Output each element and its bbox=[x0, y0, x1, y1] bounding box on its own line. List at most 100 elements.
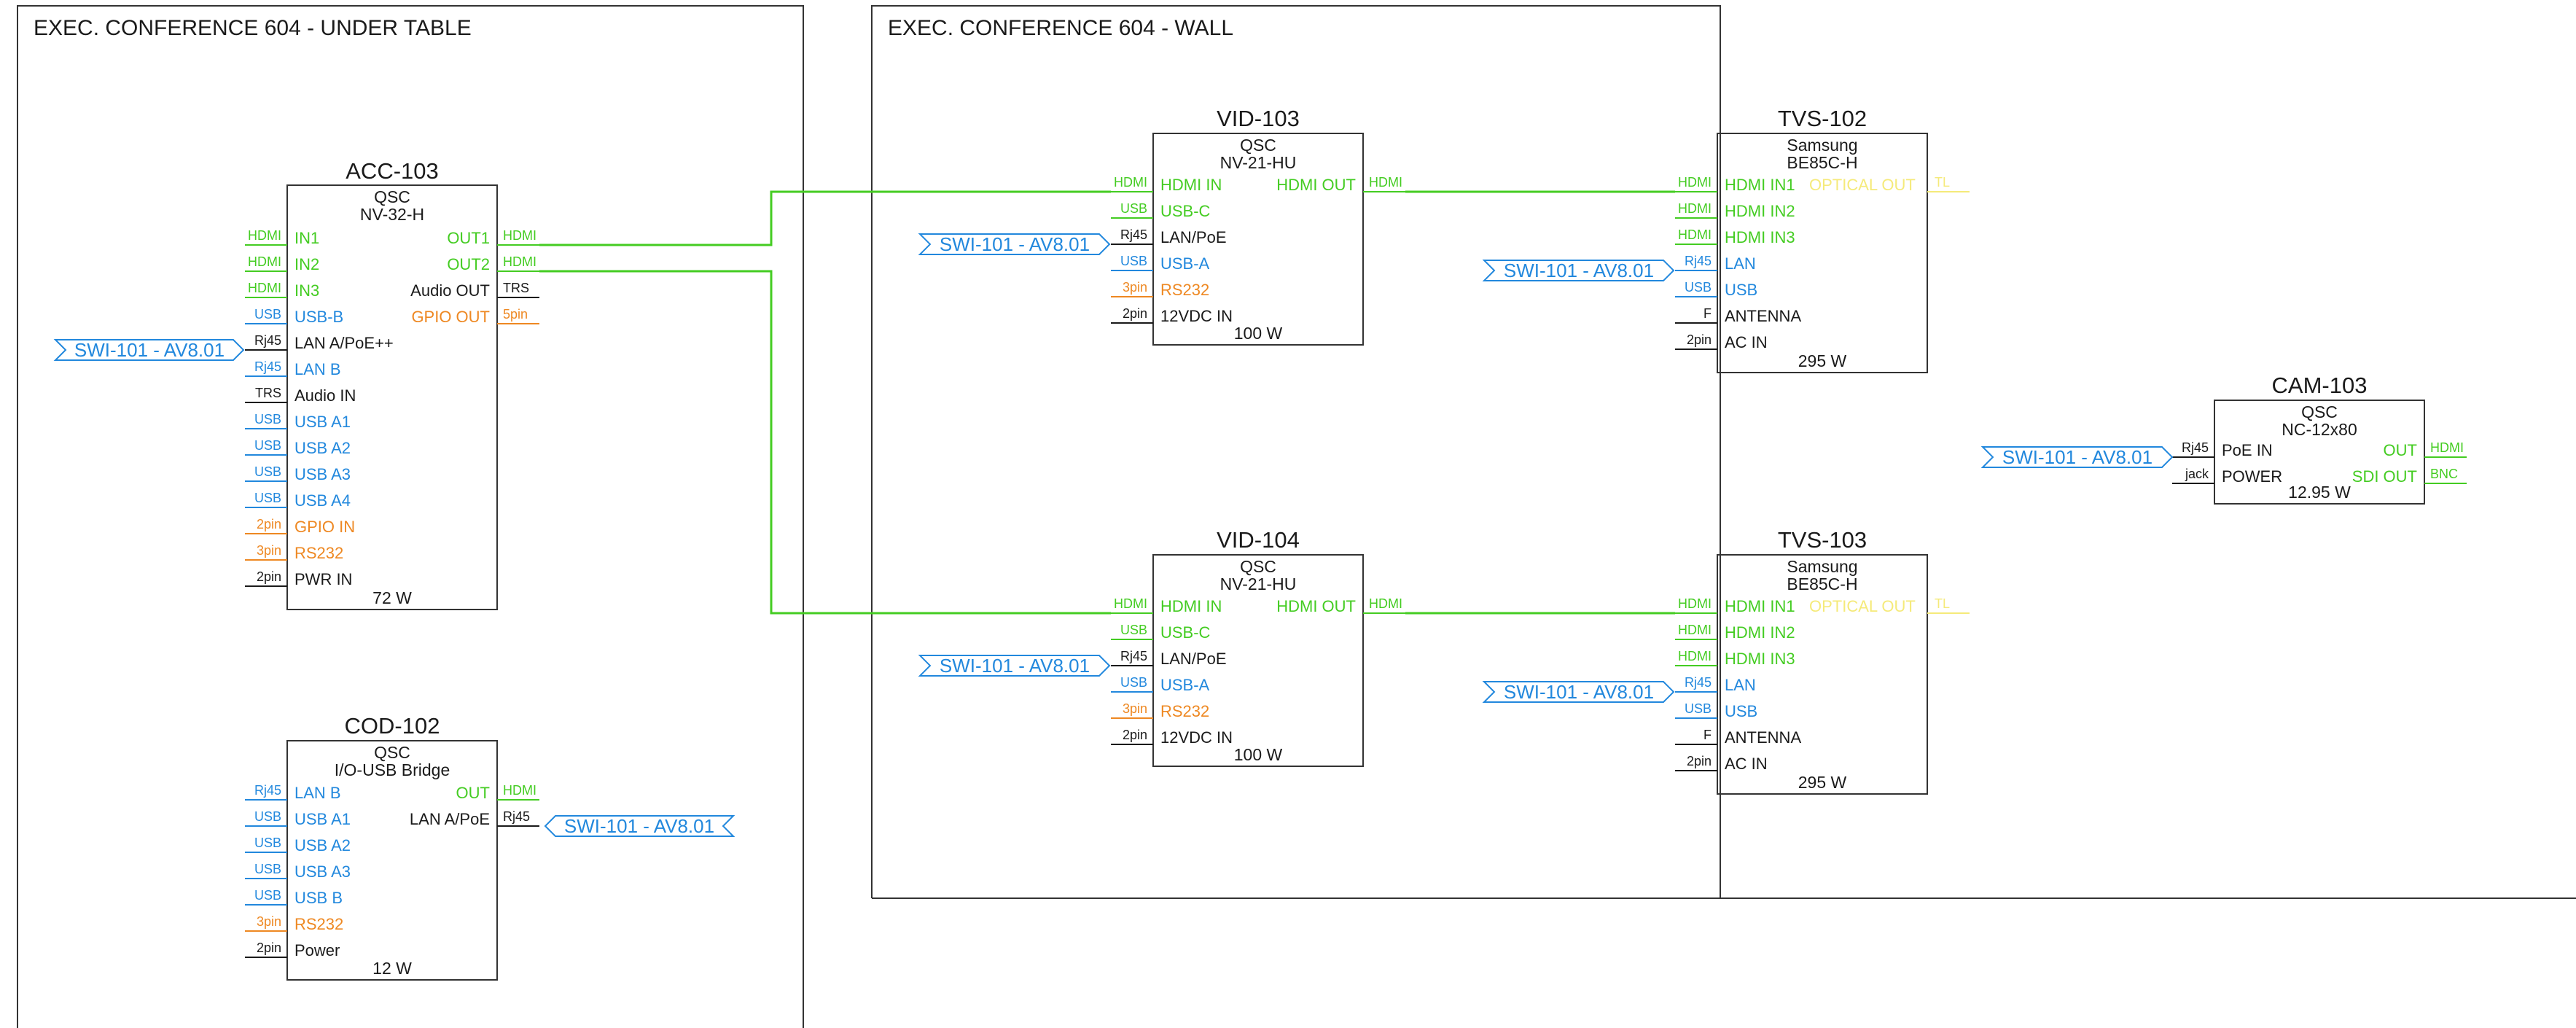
connector-label: HDMI bbox=[503, 228, 536, 243]
connector-label: USB bbox=[254, 307, 281, 322]
port-label: IN2 bbox=[294, 255, 319, 273]
frame-under-table: EXEC. CONFERENCE 604 - UNDER TABLE bbox=[17, 5, 804, 1028]
port-label: RS232 bbox=[1160, 281, 1209, 299]
device-model: NV-21-HU bbox=[1220, 575, 1297, 593]
connector-label: Rj45 bbox=[1685, 254, 1712, 268]
port-label: 12VDC IN bbox=[1160, 307, 1233, 325]
connector-label: 2pin bbox=[1687, 332, 1712, 347]
connector-label: HDMI bbox=[1678, 201, 1712, 216]
network-reference-label: SWI-101 - AV8.01 bbox=[1504, 260, 1654, 281]
port-label: HDMI OUT bbox=[1276, 176, 1356, 194]
connector-label: 2pin bbox=[257, 941, 281, 955]
network-reference-tag[interactable]: SWI-101 - AV8.01 bbox=[544, 815, 735, 837]
connector-label: HDMI bbox=[1114, 175, 1147, 190]
network-reference-label: SWI-101 - AV8.01 bbox=[2002, 446, 2152, 468]
network-reference-tag[interactable]: SWI-101 - AV8.01 bbox=[1482, 681, 1675, 703]
device-manufacturer: QSC bbox=[1240, 557, 1276, 576]
device-model: NV-32-H bbox=[360, 205, 424, 224]
connector-label: USB bbox=[1120, 623, 1147, 637]
connector-label: BNC bbox=[2430, 467, 2458, 481]
connector-label: HDMI bbox=[1678, 596, 1712, 611]
port-label: Audio IN bbox=[294, 386, 356, 405]
port-label: OPTICAL OUT bbox=[1809, 176, 1916, 194]
connector-label: F bbox=[1703, 306, 1712, 321]
port-label: HDMI IN3 bbox=[1725, 650, 1795, 668]
port-label: USB A3 bbox=[294, 465, 351, 483]
port-label: USB-A bbox=[1160, 676, 1210, 694]
device-power: 12.95 W bbox=[2288, 483, 2351, 502]
connector-label: TL bbox=[1935, 175, 1950, 190]
connector-label: 2pin bbox=[1687, 754, 1712, 768]
port-label: IN3 bbox=[294, 281, 319, 300]
connector-label: Rj45 bbox=[1120, 649, 1147, 663]
port-label: USB A3 bbox=[294, 862, 351, 881]
device-power: 295 W bbox=[1798, 773, 1847, 792]
device-box bbox=[1717, 554, 1928, 795]
port-label: SDI OUT bbox=[2352, 467, 2417, 486]
device-manufacturer: QSC bbox=[374, 743, 410, 762]
port-label: POWER bbox=[2222, 467, 2282, 486]
port-label: USB bbox=[1725, 281, 1757, 299]
device-box bbox=[2214, 400, 2425, 505]
network-reference-tag[interactable]: SWI-101 - AV8.01 bbox=[1980, 446, 2174, 468]
device-name: VID-104 bbox=[1217, 527, 1300, 553]
port-label: LAN bbox=[1725, 254, 1756, 273]
device-name: TVS-102 bbox=[1778, 106, 1867, 131]
port-label: IN1 bbox=[294, 229, 319, 247]
connector-label: USB bbox=[1120, 675, 1147, 690]
port-label: USB-C bbox=[1160, 202, 1211, 220]
connector-label: 5pin bbox=[503, 307, 528, 322]
port-label: OUT bbox=[2384, 441, 2417, 459]
device-model: NV-21-HU bbox=[1220, 153, 1297, 172]
connector-label: TL bbox=[1935, 596, 1950, 611]
input-port: LAN A/PoE++Rj45 bbox=[245, 333, 394, 352]
port-label: RS232 bbox=[294, 915, 343, 933]
connector-label: USB bbox=[1120, 254, 1147, 268]
network-reference-tag[interactable]: SWI-101 - AV8.01 bbox=[918, 655, 1111, 677]
network-reference-tag[interactable]: SWI-101 - AV8.01 bbox=[53, 339, 245, 361]
port-label: LAN A/PoE bbox=[410, 810, 490, 828]
network-reference-tag[interactable]: SWI-101 - AV8.01 bbox=[918, 233, 1111, 255]
connector-label: Rj45 bbox=[254, 333, 281, 348]
connector-label: Rj45 bbox=[1120, 227, 1147, 242]
connector-label: 2pin bbox=[1123, 728, 1147, 742]
port-label: AC IN bbox=[1725, 333, 1768, 351]
port-label: PoE IN bbox=[2222, 441, 2273, 459]
port-label: USB B bbox=[294, 889, 343, 907]
connector-label: HDMI bbox=[2430, 440, 2464, 455]
connector-label: HDMI bbox=[1678, 227, 1712, 242]
port-label: ANTENNA bbox=[1725, 728, 1801, 747]
port-label: OUT2 bbox=[447, 255, 490, 273]
port-label: RS232 bbox=[294, 544, 343, 562]
connector-label: USB bbox=[254, 464, 281, 479]
device-manufacturer: QSC bbox=[2301, 402, 2338, 421]
device-power: 100 W bbox=[1234, 324, 1283, 343]
connector-label: HDMI bbox=[1678, 649, 1712, 663]
port-label: USB A2 bbox=[294, 439, 351, 457]
network-reference-tag[interactable]: SWI-101 - AV8.01 bbox=[1482, 260, 1675, 281]
connector-label: TRS bbox=[503, 281, 529, 295]
connector-label: 3pin bbox=[1123, 701, 1147, 716]
device-manufacturer: Samsung bbox=[1787, 136, 1857, 155]
device-name: ACC-103 bbox=[346, 158, 439, 184]
connector-label: Rj45 bbox=[254, 359, 281, 374]
port-label: USB A1 bbox=[294, 413, 351, 431]
port-label: USB A1 bbox=[294, 810, 351, 828]
